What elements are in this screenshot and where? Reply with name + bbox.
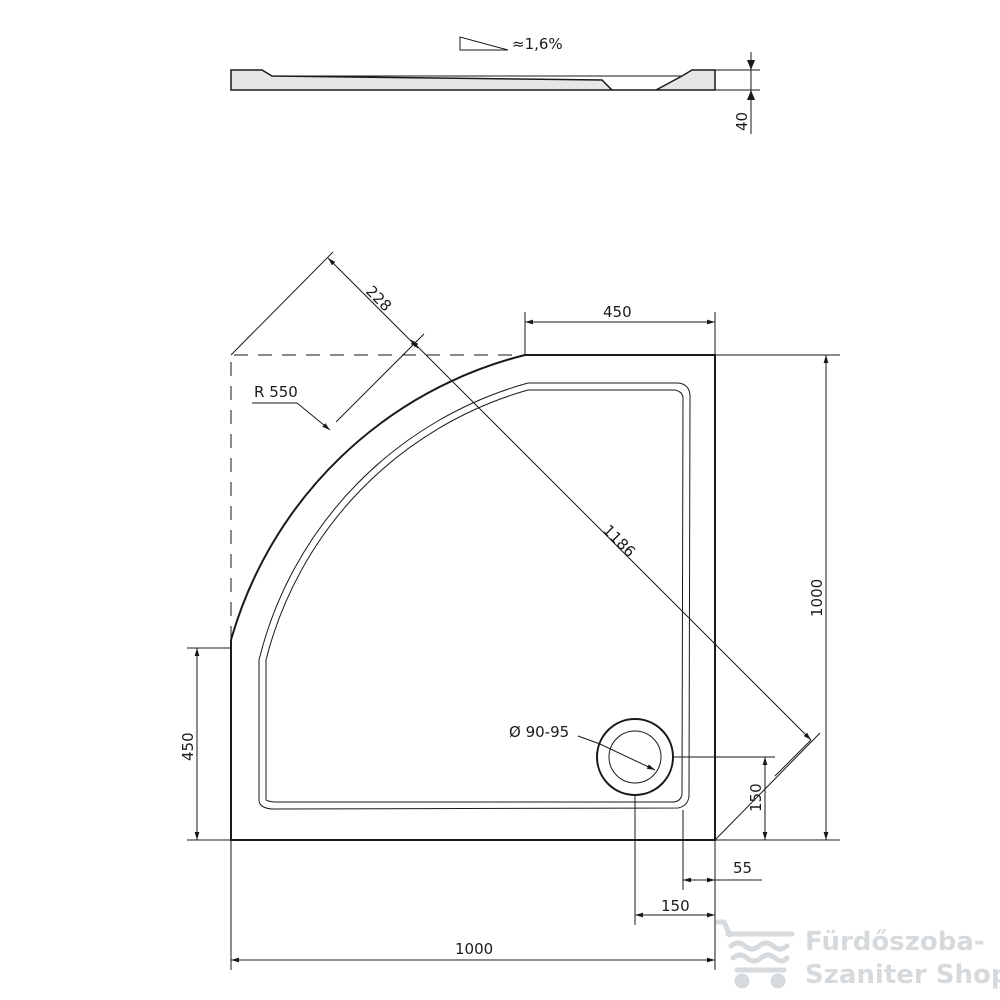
corner-offset-label: 228 bbox=[362, 282, 395, 315]
tray-basin-outer-edge bbox=[258, 382, 691, 810]
drain-outer-ring bbox=[596, 718, 674, 796]
tray-basin-inner-edge bbox=[265, 389, 684, 803]
slope-label: ≈1,6% bbox=[512, 35, 563, 53]
diagonal-dim-line bbox=[410, 339, 812, 741]
watermark: Fürdőszoba- Szaniter Shop bbox=[715, 919, 1000, 990]
corner-offset-dim-line bbox=[327, 257, 419, 349]
drain-right-label: 150 bbox=[661, 897, 690, 915]
plan-view: Ø 90-95 R 550 228 1186 450 1000 450 150 bbox=[179, 251, 840, 970]
diagonal-label: 1186 bbox=[599, 521, 639, 561]
top-straight-label: 450 bbox=[603, 303, 632, 321]
drain-diameter-label: Ø 90-95 bbox=[509, 723, 569, 741]
drain-leader bbox=[577, 735, 656, 771]
drain-bottom-label: 150 bbox=[747, 783, 765, 812]
tray-outline bbox=[230, 354, 716, 841]
profile-height-label: 40 bbox=[733, 112, 751, 131]
watermark-line2: Szaniter Shop bbox=[805, 960, 1000, 990]
width-label: 1000 bbox=[455, 940, 493, 958]
height-label: 1000 bbox=[808, 579, 826, 617]
drain-inner-ring bbox=[608, 730, 662, 784]
profile-body bbox=[230, 69, 716, 91]
watermark-line1: Fürdőszoba- bbox=[805, 927, 985, 957]
cart-wave-icon bbox=[715, 919, 795, 989]
rim-width-label: 55 bbox=[733, 859, 752, 877]
radius-label: R 550 bbox=[254, 383, 298, 401]
radius-leader bbox=[252, 402, 331, 431]
left-straight-label: 450 bbox=[179, 732, 197, 761]
side-profile: ≈1,6% 40 bbox=[230, 35, 760, 134]
slope-symbol-icon bbox=[459, 36, 509, 51]
